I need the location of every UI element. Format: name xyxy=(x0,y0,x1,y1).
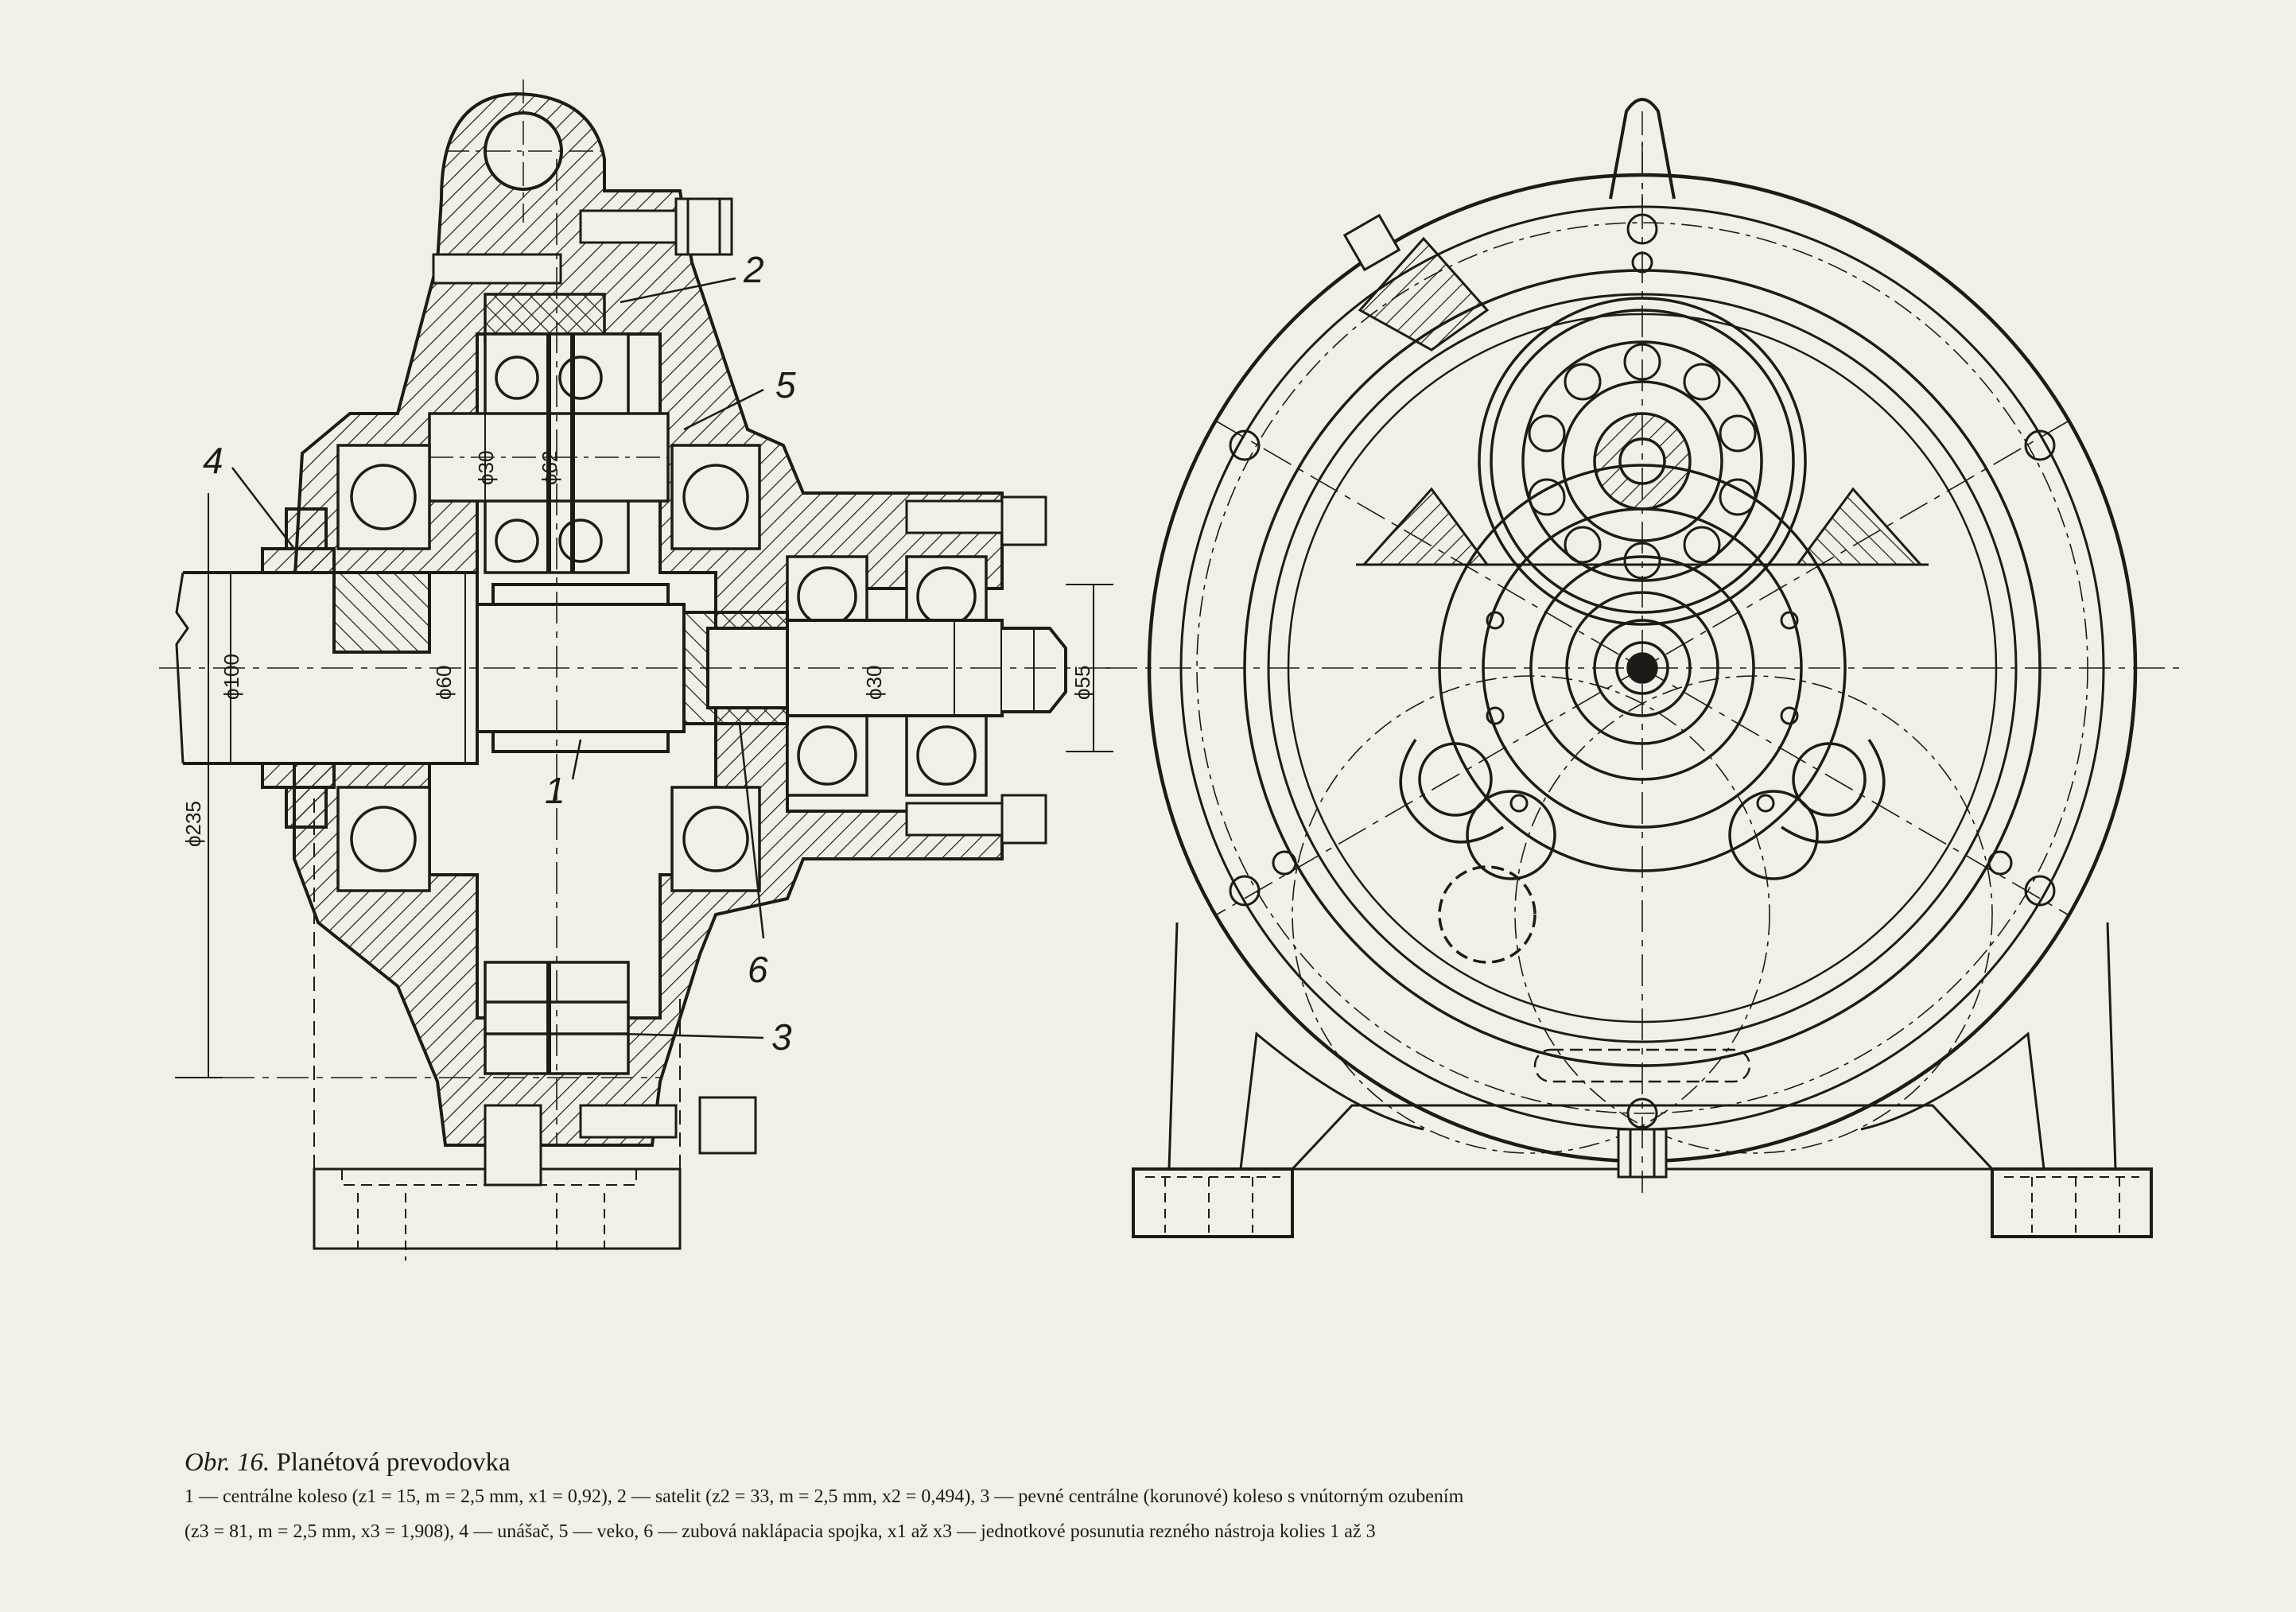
dim-phi62-planet: ϕ62 xyxy=(538,451,561,485)
front-feet xyxy=(1132,922,2153,1238)
callout-3: 3 xyxy=(771,1016,792,1058)
bottom-bolts xyxy=(484,1096,757,1187)
section-dimension-lines xyxy=(175,414,1113,1078)
section-view: 2 5 4 1 6 3 ϕ30 ϕ62 ϕ100 ϕ60 ϕ235 ϕ30 ϕ5… xyxy=(159,80,1113,1260)
top-bolts xyxy=(432,197,1047,845)
callout-2: 2 xyxy=(743,249,764,290)
dim-phi100-input: ϕ100 xyxy=(219,654,243,700)
dim-phi30-planet: ϕ30 xyxy=(474,451,498,485)
dim-phi55-output: ϕ55 xyxy=(1070,666,1094,700)
dim-phi60-central: ϕ60 xyxy=(432,666,456,700)
front-centerlines xyxy=(1105,143,2187,1193)
front-bottom-slot xyxy=(1533,1048,1751,1083)
front-hatched-sections xyxy=(1356,236,1929,566)
section-centerlines xyxy=(159,159,1113,1145)
callout-1: 1 xyxy=(545,770,565,811)
callout-4: 4 xyxy=(203,440,223,481)
front-planet-recesses xyxy=(1292,675,1993,1154)
front-view xyxy=(1105,98,2187,1238)
caption-line-1: 1 — centrálne koleso (z1 = 15, m = 2,5 m… xyxy=(185,1486,1464,1507)
dim-phi235-ring: ϕ235 xyxy=(181,801,205,847)
figure-title: Planétová prevodovka xyxy=(276,1448,511,1477)
callout-5: 5 xyxy=(775,364,796,406)
figure-caption: Obr. 16. Planétová prevodovka 1 — centrá… xyxy=(185,1446,2133,1549)
caption-title: Obr. 16. Planétová prevodovka xyxy=(185,1446,2133,1479)
callout-6: 6 xyxy=(748,949,768,990)
front-lug xyxy=(1609,98,1676,200)
caption-line-2: (z3 = 81, m = 2,5 mm, x3 = 1,908), 4 — u… xyxy=(185,1521,1376,1542)
callout-leaders xyxy=(231,277,765,1039)
dim-phi30-output: ϕ30 xyxy=(862,666,886,700)
figure-label: Obr. 16. xyxy=(185,1448,270,1477)
bearings xyxy=(336,444,988,892)
